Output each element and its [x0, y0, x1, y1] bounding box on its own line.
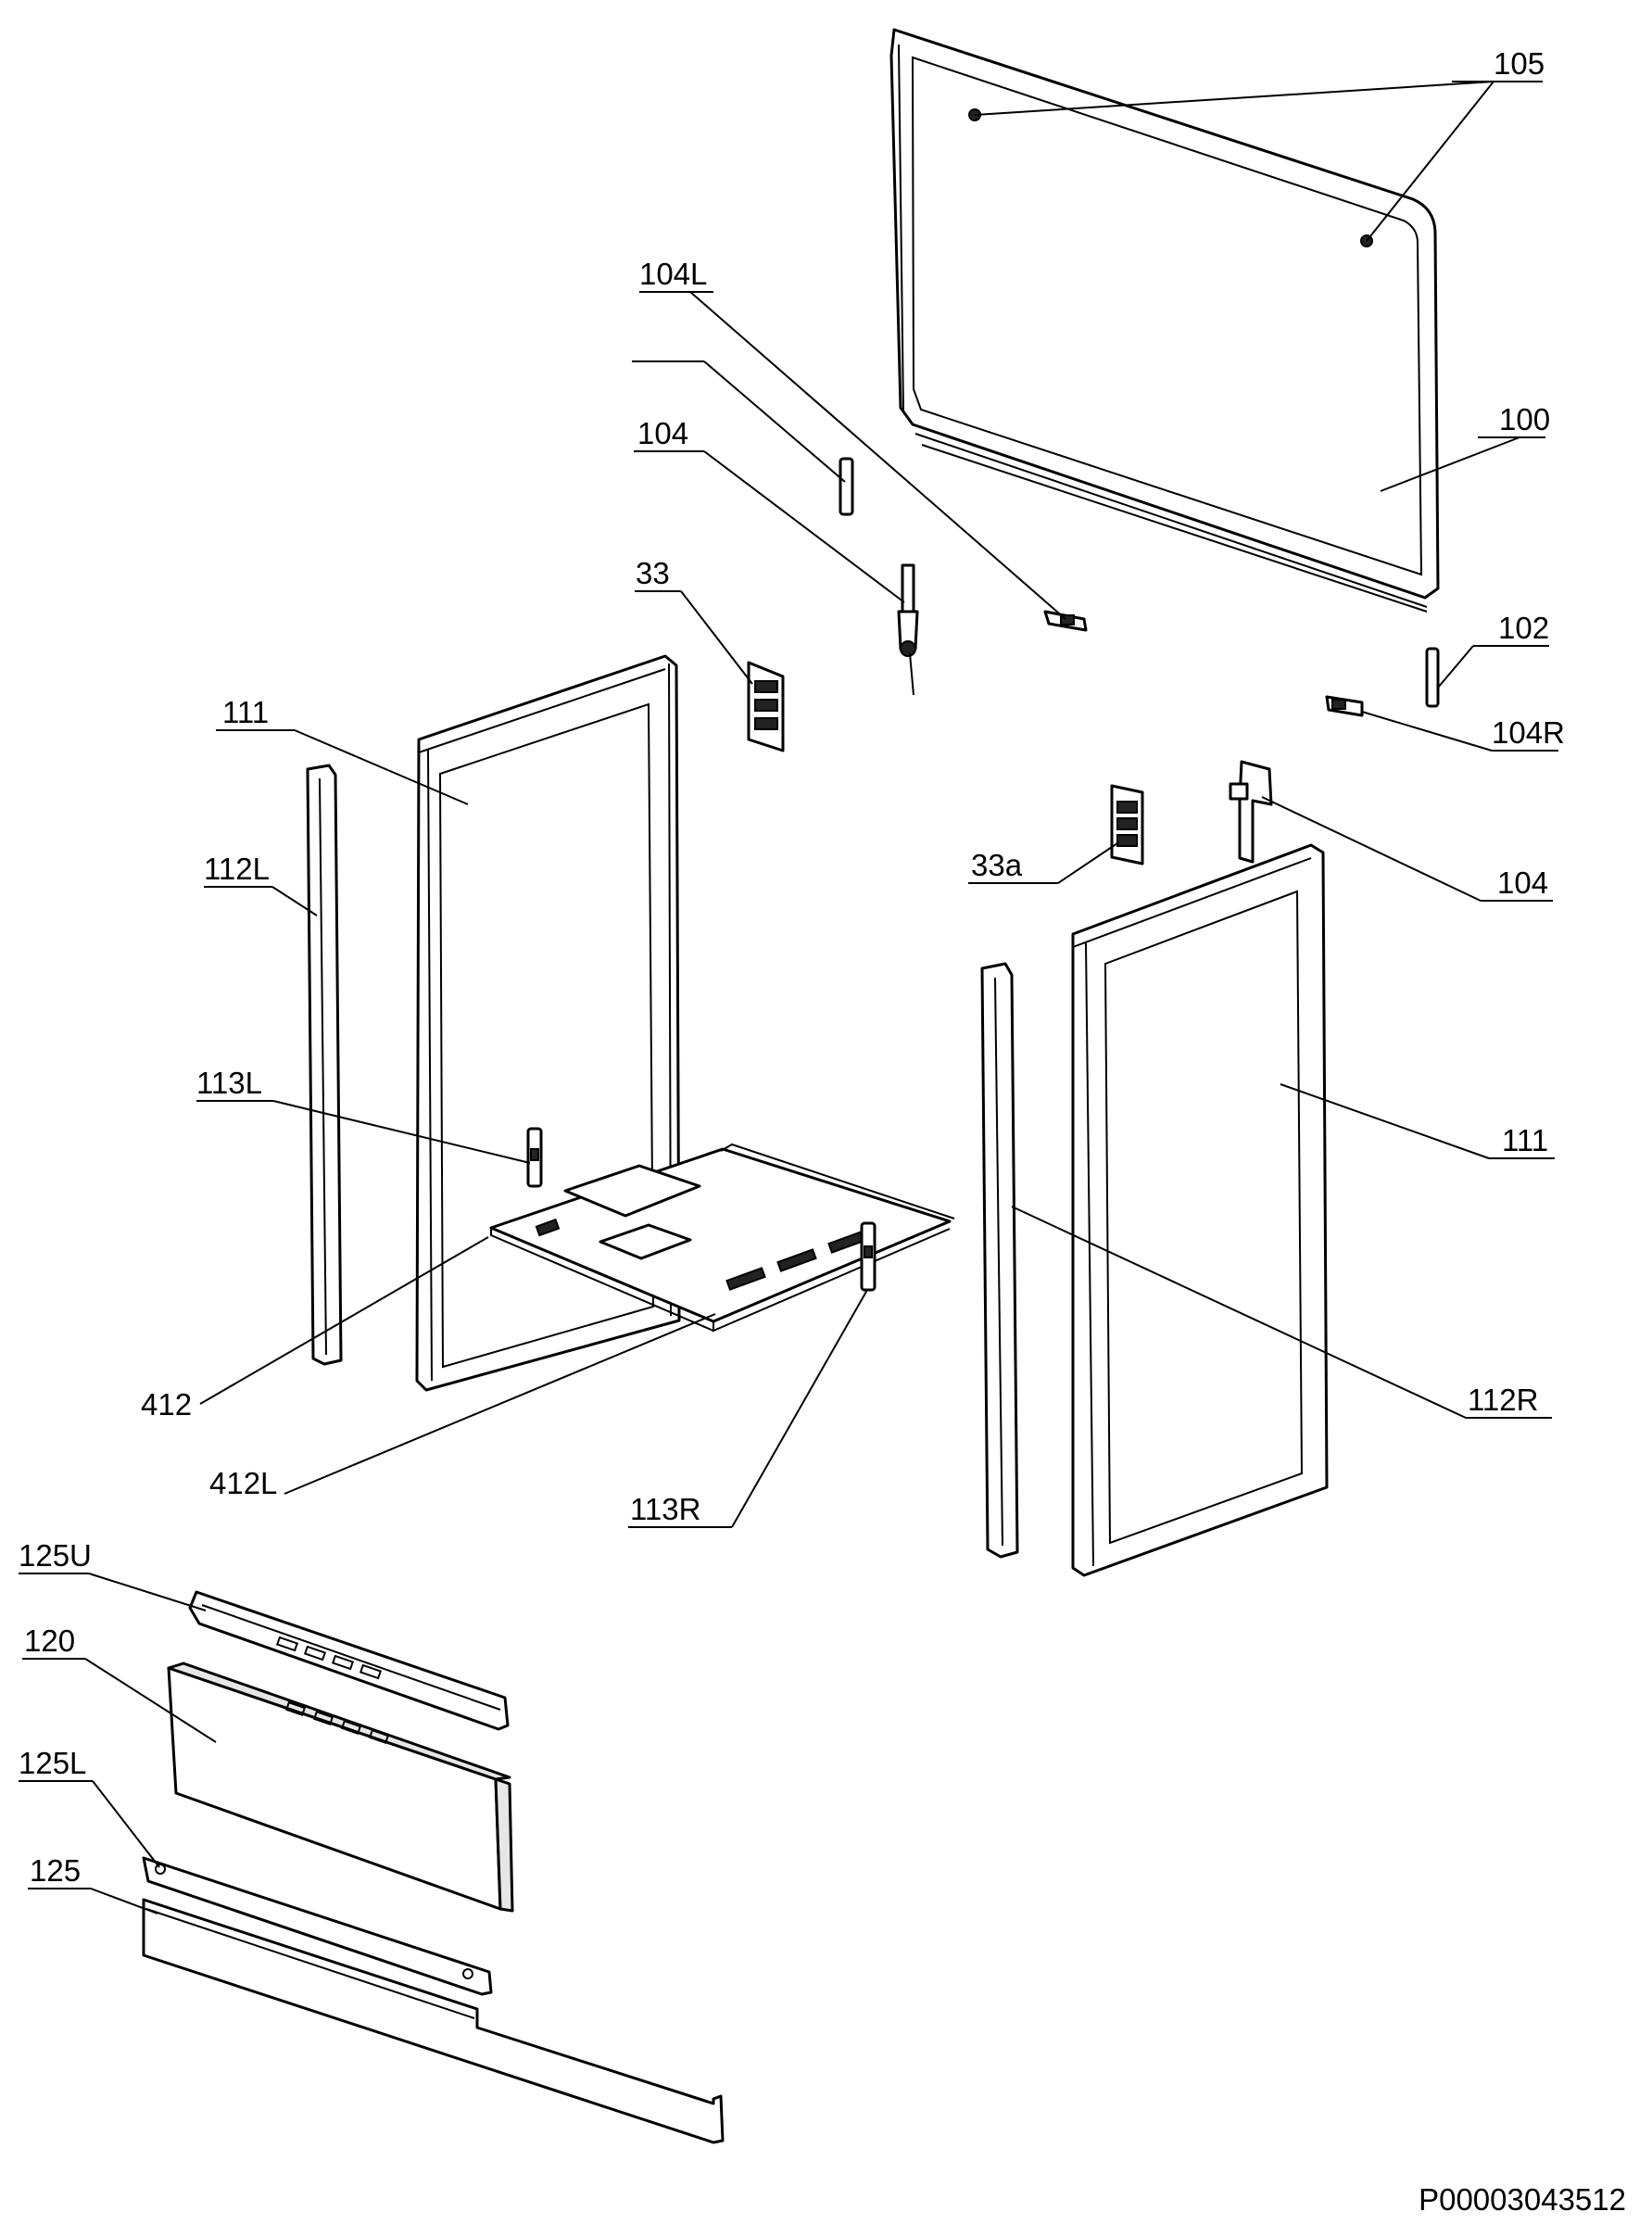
callout-125U: 125U	[19, 1538, 92, 1573]
callout-104-right: 104	[1497, 866, 1548, 900]
callout-111-right: 111	[1502, 1123, 1548, 1157]
callout-113L: 113L	[196, 1066, 262, 1100]
part-125-kick-plate	[142, 1898, 725, 2144]
part-102-strip	[1425, 647, 1440, 708]
part-104-upper-left-bracket	[839, 457, 854, 516]
part-113L-clip	[526, 1127, 543, 1188]
part-412-bottom-panel	[489, 1147, 952, 1333]
callout-125: 125	[30, 1853, 81, 1888]
part-111-right-door-frame	[1071, 843, 1329, 1577]
part-104-hinge	[897, 563, 919, 696]
callout-100: 100	[1499, 402, 1550, 436]
callout-labels: 105 104L 104 100 33 102 104R 111 112L 33…	[19, 46, 1565, 1888]
callout-113R: 113R	[630, 1492, 700, 1526]
callout-125L: 125L	[19, 1746, 86, 1780]
callout-104L: 104L	[639, 257, 707, 291]
part-125U-top-strip	[188, 1590, 510, 1731]
part-112R-right-strip	[980, 962, 1019, 1559]
part-120-drawer-panel	[167, 1662, 514, 1913]
leader-lines	[19, 81, 1558, 1914]
callout-111-left: 111	[222, 695, 269, 729]
callout-112L: 112L	[204, 852, 270, 886]
part-104R-latch	[1325, 695, 1364, 717]
callout-112R: 112R	[1468, 1383, 1538, 1417]
drawing-code: P00003043512	[1419, 2182, 1626, 2217]
callout-105: 105	[1494, 46, 1545, 81]
callout-33: 33	[636, 556, 670, 590]
part-33a-hinge-plate	[1110, 784, 1144, 866]
callout-104-top: 104	[637, 416, 688, 450]
part-100-rear-frame	[889, 28, 1440, 613]
part-33-hinge-plate	[747, 661, 785, 752]
part-113R-clip	[860, 1221, 876, 1292]
callout-412L: 412L	[209, 1466, 277, 1500]
callout-120: 120	[24, 1624, 75, 1658]
callout-412: 412	[141, 1387, 192, 1422]
part-104-right-bracket	[1229, 760, 1273, 864]
callout-102: 102	[1498, 611, 1549, 645]
part-112L-left-strip	[306, 764, 343, 1366]
callout-104R: 104R	[1492, 715, 1565, 750]
callout-33a: 33a	[971, 848, 1023, 882]
part-412L-panel-flange	[720, 1143, 955, 1219]
part-125L-lower-strip	[142, 1856, 493, 1996]
part-104L-latch	[1043, 610, 1088, 632]
